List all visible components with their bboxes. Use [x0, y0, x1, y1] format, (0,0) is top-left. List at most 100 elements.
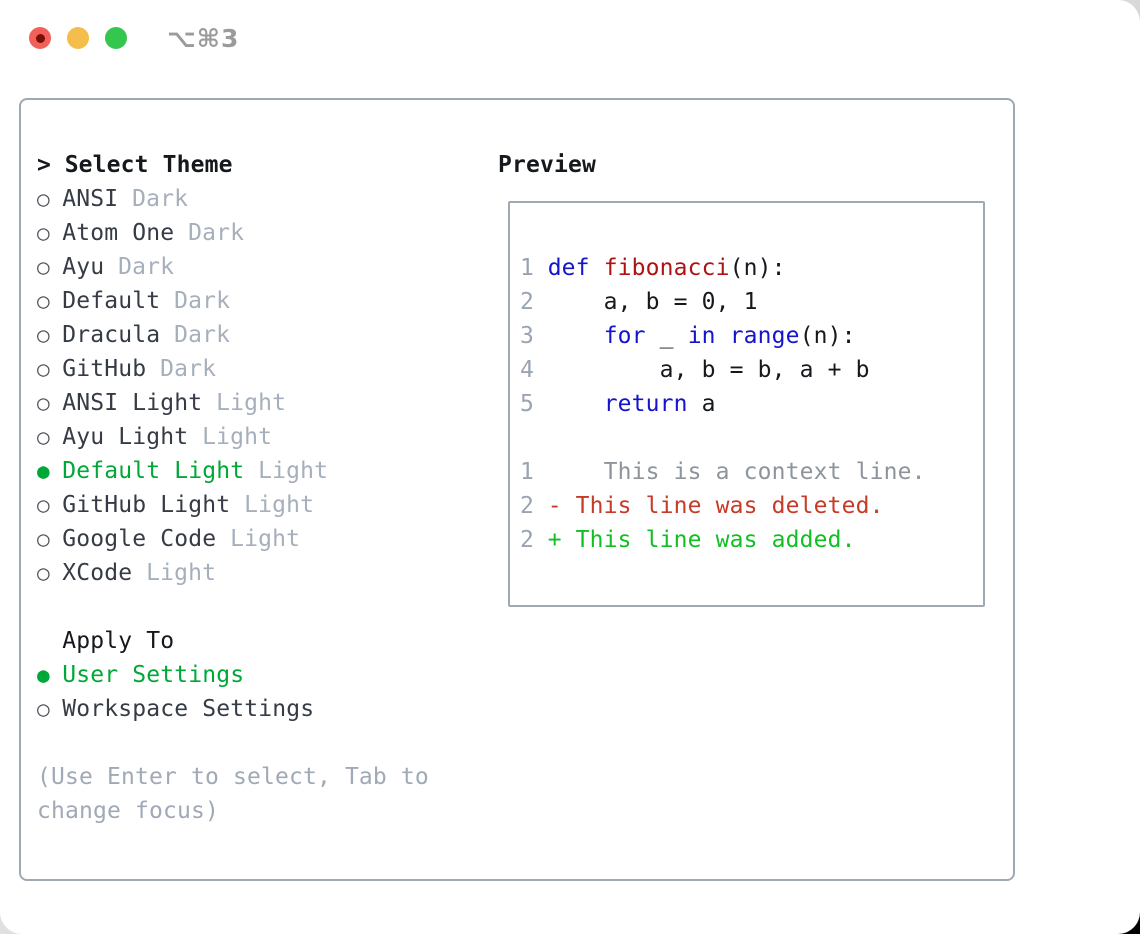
theme-variant-tag: Light [146, 560, 217, 586]
code-segment: a [687, 391, 716, 417]
theme-option[interactable]: ○ Ayu Dark [37, 250, 467, 284]
titlebar: ⌥⌘3 [0, 0, 1140, 76]
code-segment [548, 391, 604, 417]
line-number: 2 [520, 289, 534, 315]
theme-option[interactable]: ○ Google Code Light [37, 522, 467, 556]
code-text: - This line was deleted. [548, 493, 884, 519]
theme-option[interactable]: ○ Atom One Dark [37, 216, 467, 250]
line-number: 4 [520, 357, 534, 383]
radio-icon: ○ [37, 697, 50, 721]
line-number: 2 [520, 527, 534, 553]
diff-preview: 1 This is a context line. 2 - This line … [520, 455, 983, 557]
theme-option[interactable]: ○ GitHub Dark [37, 352, 467, 386]
apply-to-header: Apply To [37, 624, 467, 658]
theme-option[interactable]: ○ ANSI Light Light [37, 386, 467, 420]
line-number: 3 [520, 323, 534, 349]
code-segment: a, b = b, a + b [547, 357, 870, 383]
code-segment: (n): [799, 323, 856, 349]
theme-options: ○ ANSI Dark ○ Atom One Dark ○ Ayu Dark ○… [37, 182, 467, 590]
apply-option-label: User Settings [62, 662, 245, 688]
theme-name: Atom One [62, 220, 175, 246]
code-segment: def [547, 255, 590, 281]
theme-name: Ayu Light [62, 424, 189, 450]
theme-list-column: > Select Theme ○ ANSI Dark ○ Atom One Da… [37, 148, 467, 828]
code-text: This is a context line. [548, 459, 926, 485]
code-text: for _ in range(n): [548, 323, 856, 349]
theme-variant-tag: Dark [160, 356, 217, 382]
preview-box: 1 def fibonacci(n): 2 a, b = 0, 1 3 for … [508, 201, 985, 607]
theme-variant-tag: Dark [132, 186, 189, 212]
code-text: return a [548, 391, 716, 417]
code-text: a, b = 0, 1 [548, 289, 758, 315]
radio-icon: ○ [37, 357, 50, 381]
code-segment: return [603, 391, 688, 417]
theme-name: Default Light [62, 458, 245, 484]
code-segment: _ [645, 323, 688, 349]
code-preview: 1 def fibonacci(n): 2 a, b = 0, 1 3 for … [520, 251, 983, 421]
theme-variant-tag: Dark [174, 288, 231, 314]
theme-name: Default [62, 288, 161, 314]
apply-option[interactable]: ● User Settings [37, 658, 467, 692]
preview-line: 3 for _ in range(n): [520, 319, 983, 353]
preview-title: Preview [498, 152, 596, 178]
radio-icon: ○ [37, 289, 50, 313]
select-theme-header: > Select Theme [37, 148, 467, 182]
radio-icon: ○ [37, 493, 50, 517]
code-segment: This is a context line. [547, 459, 926, 485]
preview-line: 2 - This line was deleted. [520, 489, 983, 523]
theme-variant-tag: Dark [118, 254, 175, 280]
theme-name: Dracula [62, 322, 161, 348]
radio-icon: ○ [37, 323, 50, 347]
code-segment: range [729, 323, 800, 349]
line-number: 2 [520, 493, 534, 519]
theme-option[interactable]: ○ XCode Light [37, 556, 467, 590]
line-number: 1 [520, 459, 534, 485]
spacer [520, 421, 983, 455]
radio-icon: ○ [37, 527, 50, 551]
theme-option[interactable]: ○ Dracula Dark [37, 318, 467, 352]
spacer [37, 590, 467, 624]
code-text: + This line was added. [548, 527, 856, 553]
theme-name: GitHub Light [62, 492, 231, 518]
radio-icon: ● [37, 459, 50, 483]
preview-line: 1 This is a context line. [520, 455, 983, 489]
radio-icon: ○ [37, 425, 50, 449]
apply-option-label: Workspace Settings [62, 696, 315, 722]
theme-name: ANSI [62, 186, 119, 212]
theme-option[interactable]: ○ GitHub Light Light [37, 488, 467, 522]
radio-icon: ○ [37, 221, 50, 245]
preview-line: 2 a, b = 0, 1 [520, 285, 983, 319]
minimize-button[interactable] [67, 27, 89, 49]
radio-icon: ○ [37, 255, 50, 279]
apply-option[interactable]: ○ Workspace Settings [37, 692, 467, 726]
help-text: (Use Enter to select, Tab to change focu… [37, 764, 429, 824]
theme-name: ANSI Light [62, 390, 203, 416]
apply-to-options: ● User Settings ○ Workspace Settings [37, 658, 467, 726]
apply-to-header-label: Apply To [62, 628, 175, 654]
theme-variant-tag: Light [230, 526, 301, 552]
theme-variant-tag: Light [202, 424, 273, 450]
select-theme-header-label: Select Theme [64, 152, 233, 178]
line-number: 5 [520, 391, 534, 417]
theme-option[interactable]: ○ Ayu Light Light [37, 420, 467, 454]
code-segment [590, 255, 604, 281]
spacer [37, 726, 467, 760]
theme-name: GitHub [62, 356, 147, 382]
theme-option[interactable]: ● Default Light Light [37, 454, 467, 488]
radio-icon: ● [37, 663, 50, 687]
theme-variant-tag: Light [216, 390, 287, 416]
preview-line: 2 + This line was added. [520, 523, 983, 557]
code-segment: (n): [729, 255, 786, 281]
preview-line: 1 def fibonacci(n): [520, 251, 983, 285]
code-segment [716, 323, 730, 349]
theme-option[interactable]: ○ ANSI Dark [37, 182, 467, 216]
close-button[interactable] [29, 27, 51, 49]
code-segment: in [687, 323, 716, 349]
zoom-button[interactable] [105, 27, 127, 49]
preview-line: 5 return a [520, 387, 983, 421]
theme-variant-tag: Dark [174, 322, 231, 348]
theme-option[interactable]: ○ Default Dark [37, 284, 467, 318]
radio-icon: ○ [37, 187, 50, 211]
code-segment: + This line was added. [547, 527, 856, 553]
